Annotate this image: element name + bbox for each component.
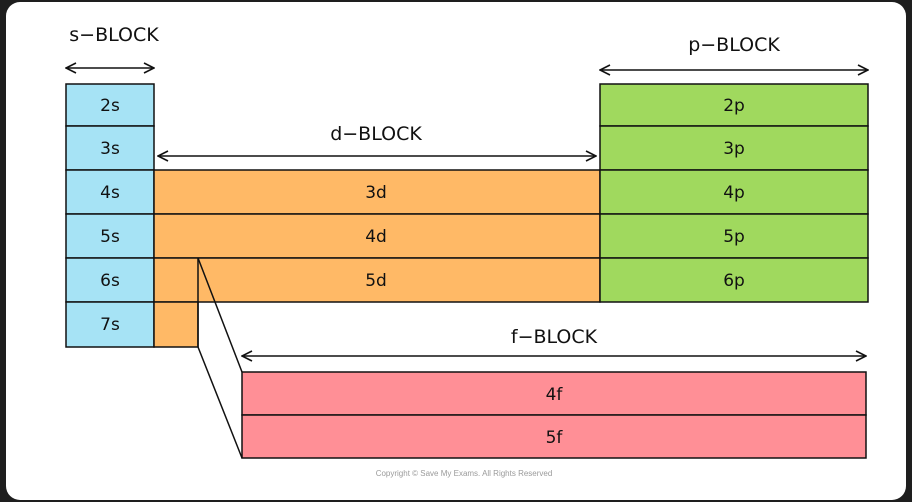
s-cell-label: 3s	[100, 139, 120, 159]
d-cell-label: 4d	[365, 227, 387, 247]
p-cell-label: 2p	[723, 96, 745, 116]
s-block-cell-3s	[65, 125, 155, 171]
f-block: 4f 5f	[241, 371, 867, 459]
s-block: 2s 3s 4s 5s 6s 7s	[65, 83, 155, 348]
p-block-cell-6p	[599, 257, 869, 303]
d-block: 3d 4d 5d	[153, 169, 601, 348]
p-cell-label: 4p	[723, 183, 745, 203]
s-block-cell-2s	[65, 83, 155, 127]
f-block-cell-5f	[241, 414, 867, 459]
f-block-cell-4f	[241, 371, 867, 416]
f-block-label: f−BLOCK	[511, 326, 598, 348]
d-block-cell-7-stub	[153, 301, 199, 348]
p-cell-label: 6p	[723, 271, 745, 291]
p-block-label: p−BLOCK	[688, 34, 780, 56]
d-block-label: d−BLOCK	[330, 123, 422, 145]
d-cell-label: 3d	[365, 183, 387, 203]
s-block-label: s−BLOCK	[69, 24, 159, 46]
d-block-cell-4d	[153, 213, 601, 259]
s-block-cell-4s	[65, 169, 155, 215]
d-cell-label: 5d	[365, 271, 387, 291]
p-block: 2p 3p 4p 5p 6p	[599, 83, 869, 303]
f-cell-label: 4f	[546, 385, 564, 405]
s-cell-label: 2s	[100, 96, 120, 116]
p-block-cell-4p	[599, 169, 869, 215]
copyright-notice: Copyright © Save My Exams. All Rights Re…	[376, 469, 553, 478]
d-block-cell-5d	[153, 257, 601, 303]
s-cell-label: 6s	[100, 271, 120, 291]
s-cell-label: 5s	[100, 227, 120, 247]
s-cell-label: 7s	[100, 315, 120, 335]
s-cell-label: 4s	[100, 183, 120, 203]
p-block-cell-2p	[599, 83, 869, 127]
p-block-cell-5p	[599, 213, 869, 259]
f-connector-line	[197, 346, 243, 459]
f-block-connector	[197, 257, 243, 459]
p-cell-label: 3p	[723, 139, 745, 159]
p-cell-label: 5p	[723, 227, 745, 247]
f-connector-line	[197, 257, 243, 373]
f-cell-label: 5f	[546, 428, 564, 448]
s-block-cell-7s	[65, 301, 155, 348]
